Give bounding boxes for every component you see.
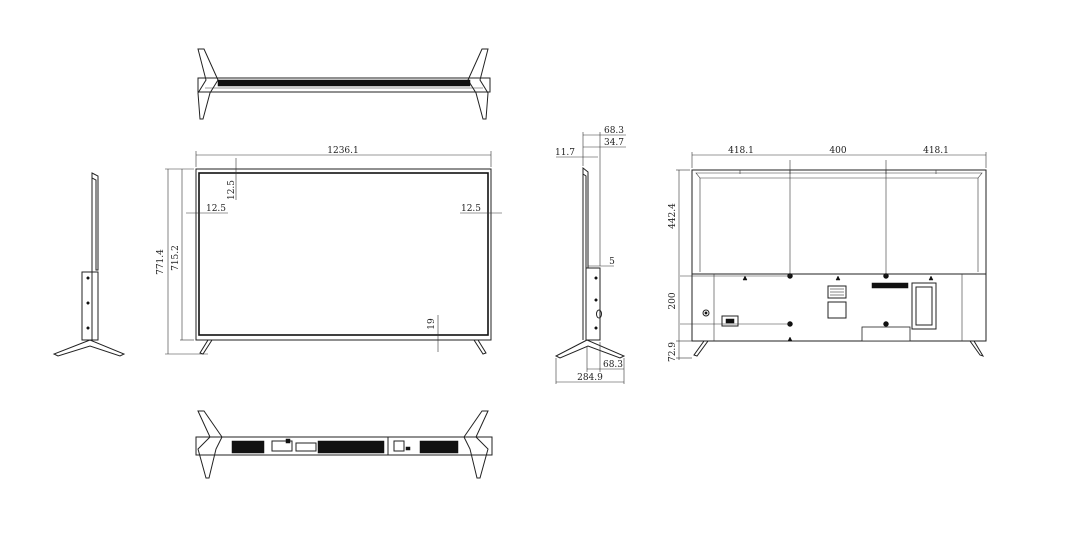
dim-side-small: 5 [609, 257, 615, 267]
dim-front-width: 1236.1 [327, 146, 359, 156]
dim-side-depth-bottom: 68.3 [603, 360, 623, 370]
dim-side-stand-depth: 284.9 [577, 373, 603, 383]
left-side-view [52, 172, 126, 357]
bottom-view [195, 410, 493, 479]
dim-rear-left-span: 418.1 [728, 146, 754, 156]
dim-rear-right-span: 418.1 [923, 146, 949, 156]
dim-side-top-offset: 11.7 [555, 148, 575, 158]
dim-rear-stand-height: 72.9 [668, 342, 678, 362]
dim-rear-mount-spacing: 200 [668, 292, 678, 309]
dim-front-bezel-bottom: 19 [427, 318, 437, 330]
right-side-view: 68.3 34.7 11.7 5 68.3 284.9 [554, 126, 626, 384]
dim-side-depth-top: 68.3 [604, 126, 624, 136]
top-view [197, 48, 491, 120]
dim-side-depth-mid: 34.7 [604, 138, 624, 148]
dim-front-bezel-right: 12.5 [461, 204, 481, 214]
dim-front-bezel-top: 12.5 [227, 180, 237, 200]
front-view: 1236.1 771.4 715.2 12.5 12.5 12.5 19 [156, 146, 502, 355]
dim-front-height-panel: 715.2 [171, 245, 181, 271]
dim-rear-center-span: 400 [829, 146, 846, 156]
dim-front-height-total: 771.4 [156, 249, 166, 275]
dim-rear-top-to-mount: 442.4 [668, 203, 678, 229]
rear-view: 418.1 400 418.1 442.4 200 72.9 [668, 146, 987, 362]
dim-front-bezel-left: 12.5 [206, 204, 226, 214]
